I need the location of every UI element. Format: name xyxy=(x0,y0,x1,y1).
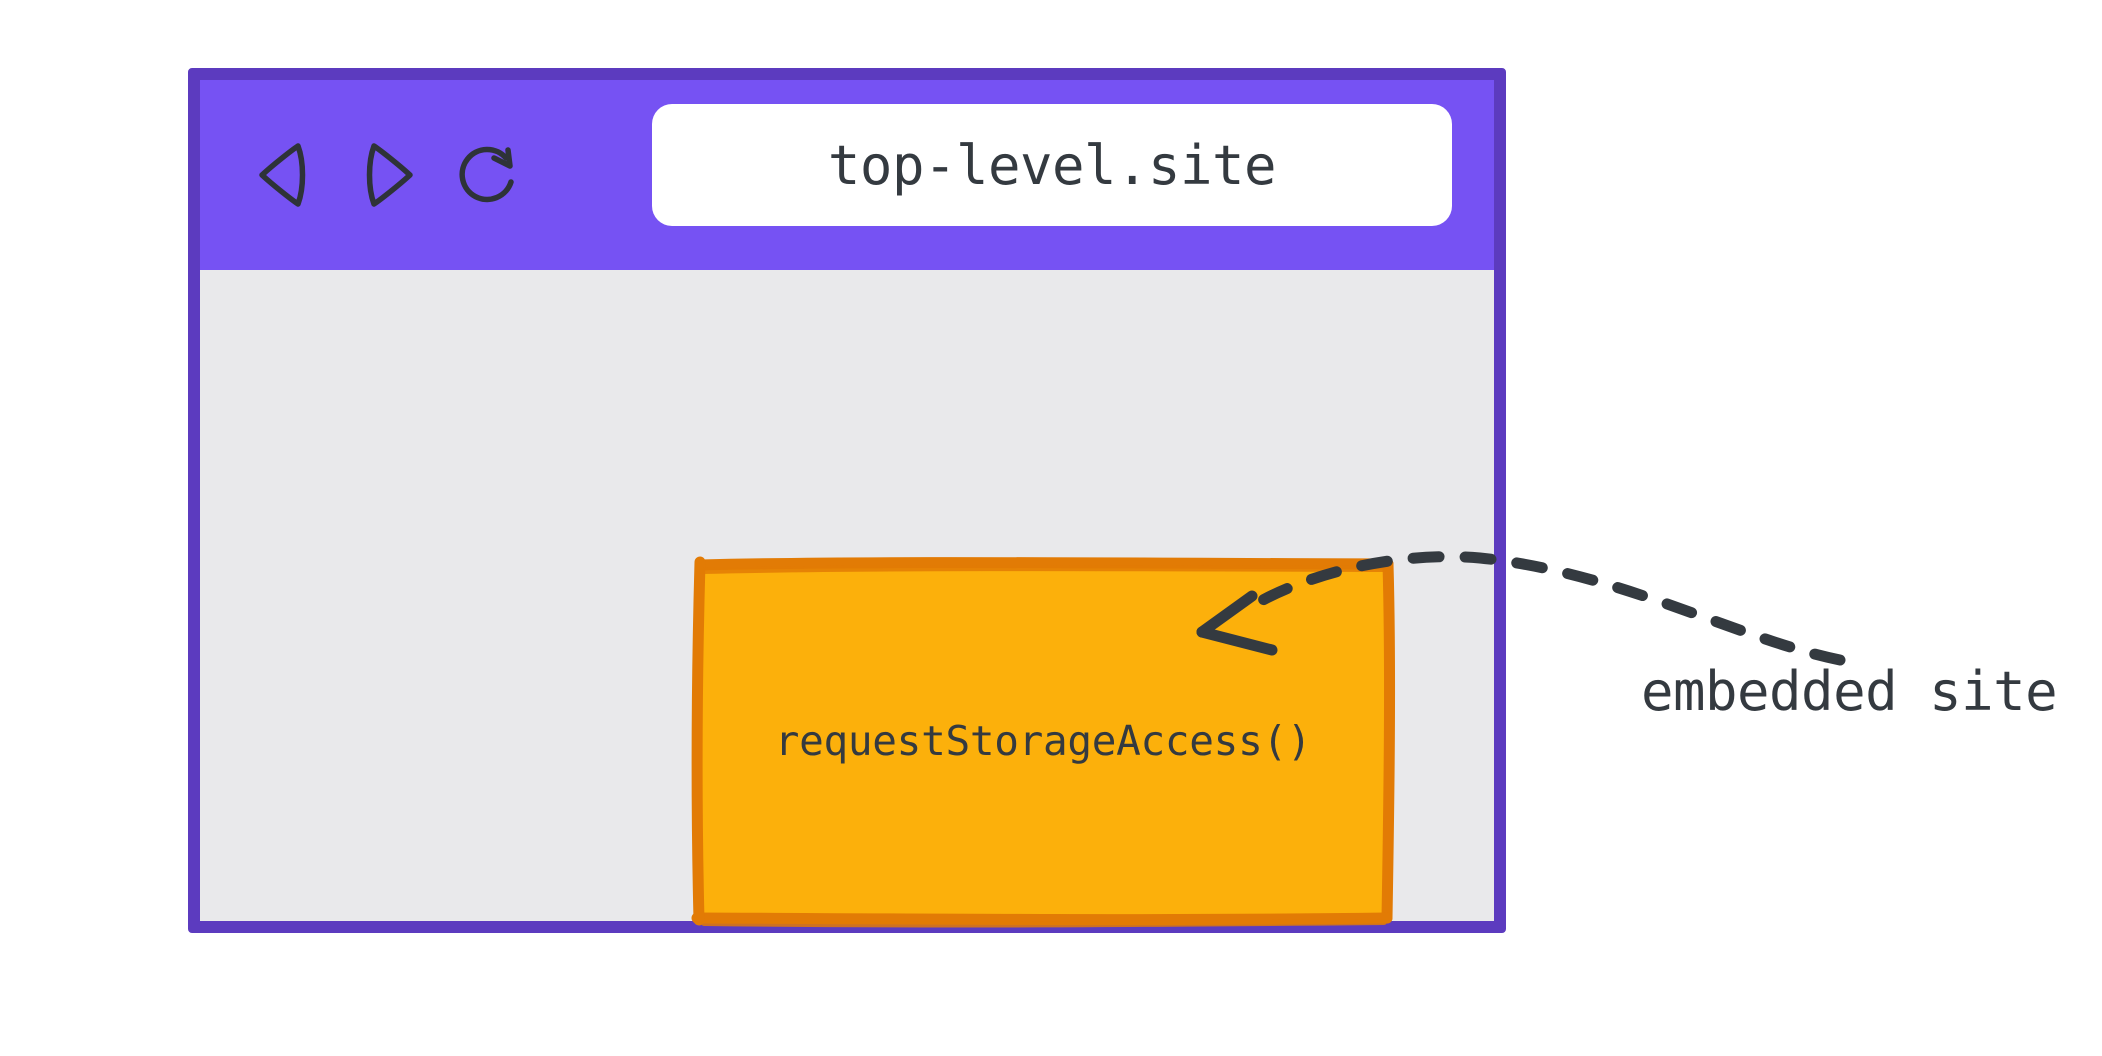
navigation-controls xyxy=(248,138,526,212)
back-triangle-icon[interactable] xyxy=(248,138,322,212)
embedded-site-label: requestStorageAccess() xyxy=(774,716,1312,765)
annotation-label: embedded site xyxy=(1641,660,2058,723)
url-bar[interactable]: top-level.site xyxy=(652,104,1452,226)
browser-window: top-level.site requestStorageAccess() xyxy=(188,68,1506,933)
forward-triangle-icon[interactable] xyxy=(350,138,424,212)
embedded-site-frame[interactable]: requestStorageAccess() xyxy=(691,556,1396,928)
reload-circular-arrow-icon[interactable] xyxy=(452,138,526,212)
url-bar-text: top-level.site xyxy=(827,133,1277,197)
